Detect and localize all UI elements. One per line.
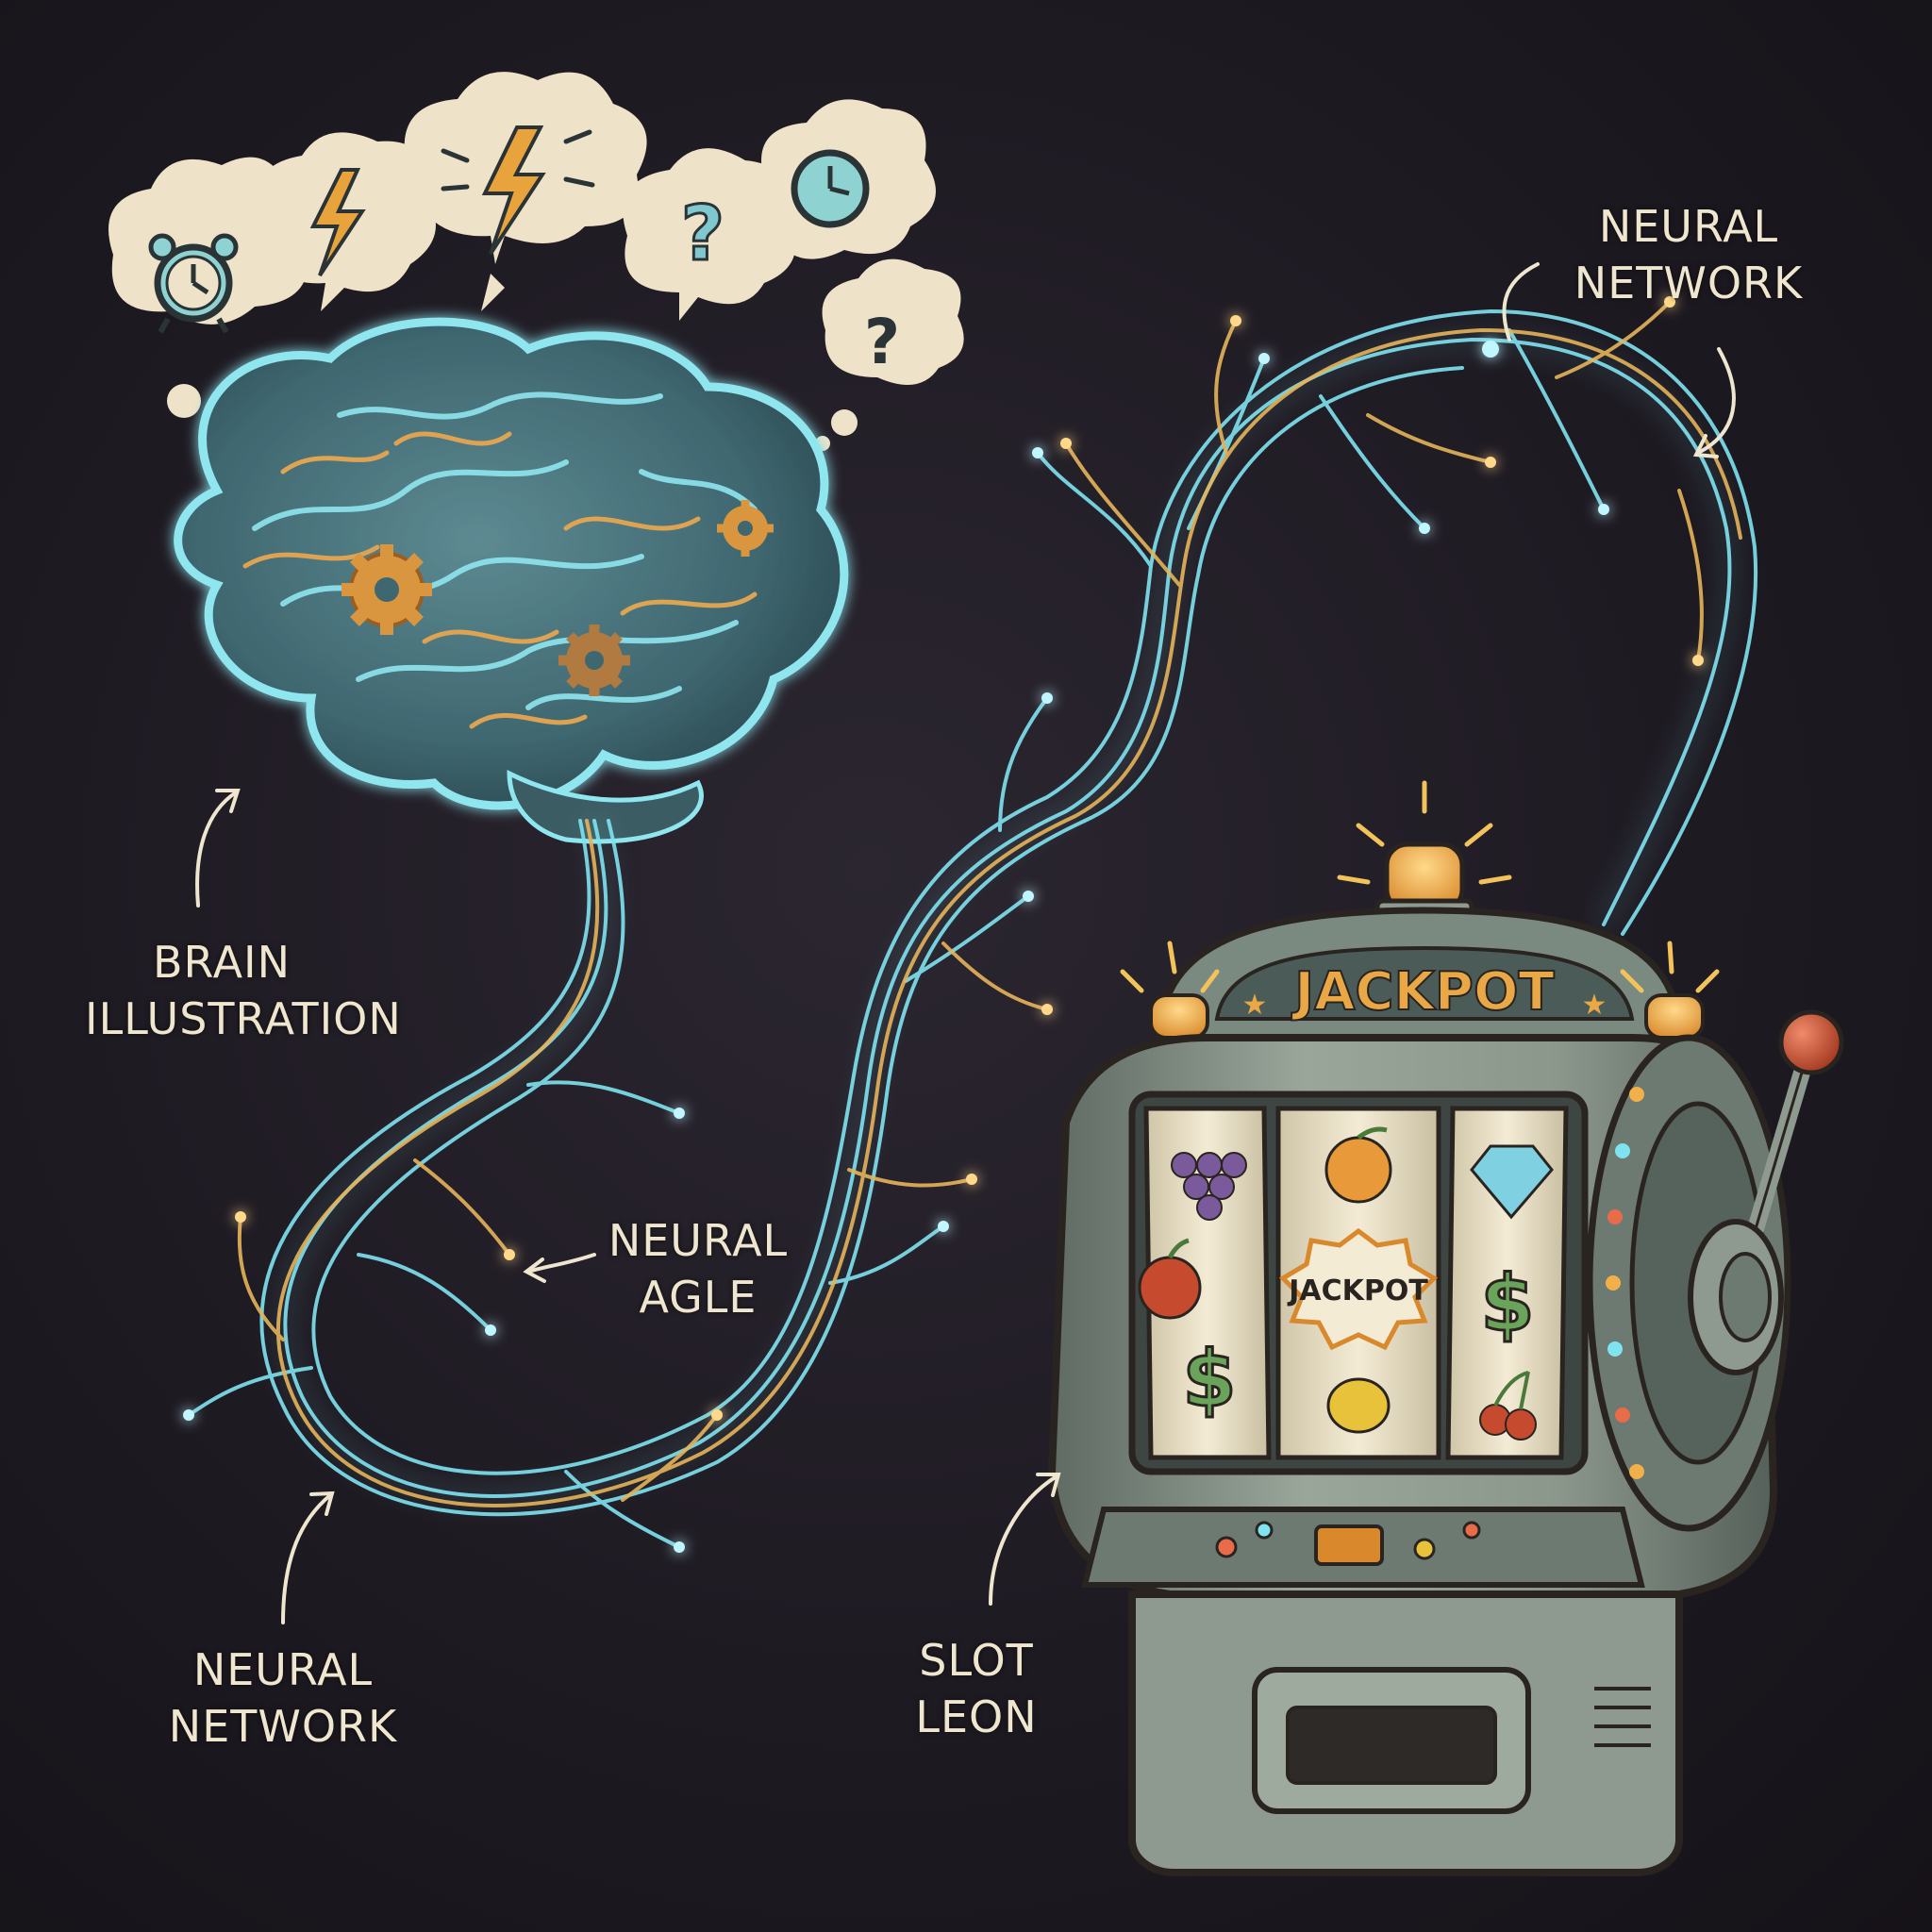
- lemon-icon: [1326, 1377, 1391, 1434]
- star-icon: ★: [1582, 989, 1607, 1022]
- label-brain-illustration: BRAIN ILLUSTRATION: [85, 934, 402, 1047]
- star-icon: ★: [1242, 989, 1268, 1022]
- thought-bubble-lightning-large: [404, 72, 647, 311]
- top-beacon-lamp: [1337, 780, 1512, 924]
- arrow-slot-leon: [989, 1473, 1061, 1606]
- label-brain-line1: BRAIN: [152, 937, 291, 988]
- cherries-icon: [1479, 1371, 1537, 1441]
- label-neural-agle-line1: NEURAL: [608, 1215, 789, 1266]
- reel-1: $: [1138, 1106, 1272, 1460]
- slot-lever[interactable]: [1688, 1009, 1844, 1375]
- question-mark-icon: ?: [864, 306, 900, 378]
- question-mark-icon: ?: [681, 190, 724, 277]
- arrow-neural-network-left: [281, 1491, 335, 1624]
- thought-bubbles: ? ?: [108, 72, 964, 451]
- label-neural-network-right-line2: NETWORK: [1574, 258, 1804, 308]
- arrow-neural-agle: [523, 1253, 596, 1283]
- base-vent: [1594, 1687, 1651, 1747]
- neuron-sparks-gold: [235, 296, 1704, 1421]
- neural-network-strands: [183, 296, 1758, 1553]
- label-brain-line2: ILLUSTRATION: [85, 993, 402, 1044]
- side-lamp-left: [1120, 941, 1220, 1040]
- alarm-clock-icon: [148, 233, 239, 334]
- clock-icon: [791, 149, 870, 228]
- coin-slot-display: [1314, 1524, 1384, 1566]
- label-slot-leon-line1: SLOT: [919, 1635, 1034, 1686]
- reel-3: $: [1445, 1106, 1569, 1460]
- thought-bubble-question-small: ?: [815, 258, 964, 451]
- arrow-neural-network-right: [1502, 262, 1736, 458]
- brain-folds-cyan: [252, 391, 758, 710]
- label-neural-network-left-line2: NETWORK: [168, 1701, 398, 1752]
- neuron-sparks: [183, 341, 1609, 1553]
- label-neural-network-left-line1: NEURAL: [192, 1644, 374, 1695]
- dollar-icon: $: [1480, 1259, 1534, 1349]
- label-neural-network-right-line1: NEURAL: [1598, 201, 1779, 252]
- panel-button-red-2[interactable]: [1462, 1521, 1481, 1540]
- thought-bubble-lightning-small: [257, 132, 436, 311]
- thought-bubble-clock: [752, 99, 936, 259]
- label-neural-agle-line2: AGLE: [639, 1272, 758, 1323]
- dollar-icon: $: [1182, 1335, 1236, 1424]
- label-slot-leon-line2: LEON: [915, 1691, 1038, 1742]
- lightning-icon: [309, 168, 366, 277]
- cerebellum: [507, 769, 704, 844]
- lightning-icon: [481, 125, 546, 256]
- orange-icon: [1324, 1126, 1392, 1204]
- gear-icon: [341, 544, 432, 635]
- reel-2: JACKPOT: [1275, 1106, 1441, 1460]
- neural-fibers-gold: [237, 300, 1742, 1507]
- diamond-icon: [1470, 1144, 1554, 1220]
- label-slot-leon: SLOT LEON: [906, 1632, 1047, 1745]
- gear-icon: [558, 625, 630, 696]
- apple-icon: [1138, 1238, 1202, 1320]
- brain-illustration: [174, 317, 849, 844]
- thought-bubble-question: ?: [623, 148, 796, 321]
- label-neural-network-left: NEURAL NETWORK: [160, 1641, 406, 1755]
- grapes-icon: [1171, 1152, 1247, 1221]
- neural-fibers-cyan: [187, 308, 1758, 1549]
- brain-outline: [174, 317, 849, 810]
- gear-icon: [717, 500, 774, 557]
- arrow-brain: [195, 789, 241, 908]
- jackpot-badge: JACKPOT: [1278, 1227, 1439, 1351]
- callout-arrows: [195, 262, 1736, 1624]
- slot-machine: JACKPOT ★ ★: [1047, 780, 1844, 1876]
- label-neural-agle: NEURAL AGLE: [604, 1212, 792, 1325]
- panel-button-blue[interactable]: [1255, 1521, 1274, 1540]
- panel-button-red[interactable]: [1215, 1536, 1238, 1558]
- label-neural-network-right: NEURAL NETWORK: [1566, 198, 1811, 311]
- lever-knob[interactable]: [1778, 1009, 1844, 1075]
- panel-button-yellow[interactable]: [1413, 1538, 1436, 1560]
- jackpot-header-text: JACKPOT: [1291, 961, 1555, 1023]
- side-drum-lights: [1606, 1087, 1644, 1479]
- svg-text:JACKPOT: JACKPOT: [1287, 1274, 1428, 1307]
